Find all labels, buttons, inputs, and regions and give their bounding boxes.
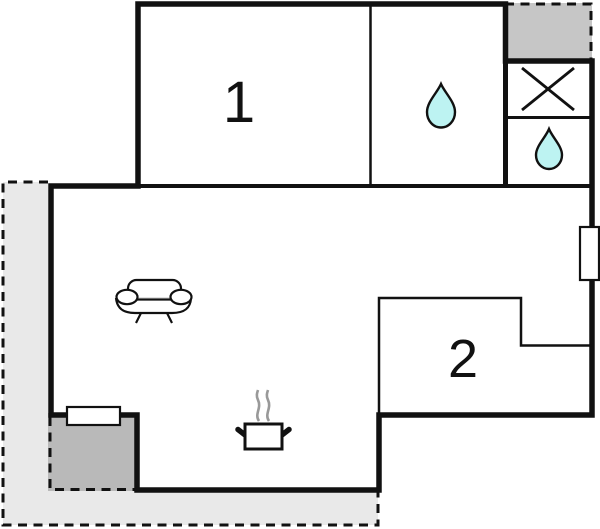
wall-bedroom2	[377, 296, 592, 415]
steam-line	[265, 389, 271, 422]
terrace-fill	[3, 182, 378, 525]
cooking-pot-icon	[235, 389, 292, 451]
water-drop-icon	[425, 81, 457, 129]
balcony-dashed-border	[505, 2, 593, 60]
patio-dashed-border	[48, 417, 137, 491]
water-drop-icon	[534, 125, 564, 171]
balcony-fill	[505, 3, 592, 61]
window-bottom-left-wall	[65, 405, 122, 427]
room-1-label: 1	[223, 70, 255, 135]
terrace-area	[1, 180, 380, 527]
sofa-icon	[114, 278, 193, 324]
building-exterior-wall	[48, 1, 595, 493]
room-2-label: 2	[448, 329, 478, 389]
balcony-area	[505, 2, 593, 61]
terrace-dashed-border	[1, 180, 380, 527]
interior-walls	[136, 4, 592, 415]
shower-cross-icon	[521, 66, 575, 112]
window-right-wall	[578, 225, 600, 282]
steam-line	[255, 389, 261, 422]
